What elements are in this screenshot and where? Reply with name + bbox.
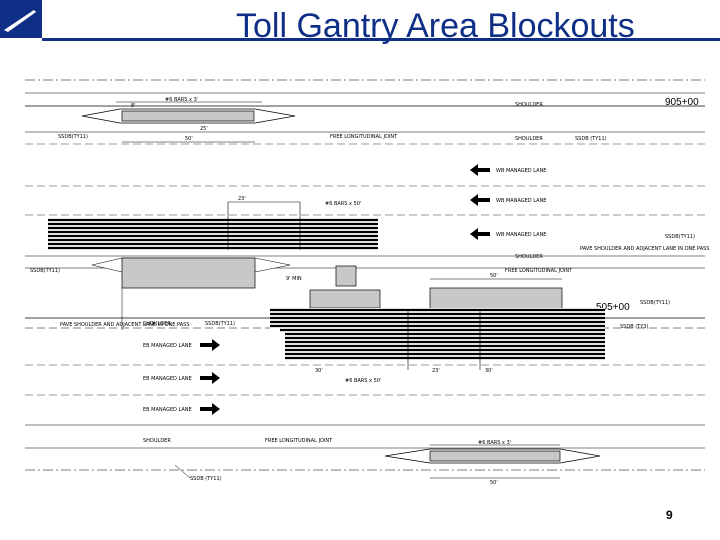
station-upper: 905+00: [665, 97, 699, 108]
eb-joint-label: FREE LONGITUDINAL JOINT: [265, 438, 333, 444]
eb-ssdb-label: SSDB(TY11): [205, 321, 235, 327]
dim-30b-label: 30': [315, 368, 323, 374]
lane-label: EB MANAGED LANE: [143, 407, 192, 413]
bars-mid-label: #6 BARS x 50': [325, 201, 361, 207]
ssdb-left-label: SSDB(TY11): [58, 134, 88, 140]
bars-label: #6 BARS x 3': [165, 97, 198, 103]
lower-blockout: [429, 450, 561, 462]
arrow-left-icon: [470, 228, 490, 240]
eb-bars-label: #6 BARS x 3': [478, 440, 511, 446]
diagonal-stroke-icon: [4, 10, 36, 32]
lane-label: EB MANAGED LANE: [143, 343, 192, 349]
mid-blockout-center: [309, 289, 381, 309]
arrow-left-icon: [470, 164, 490, 176]
arrow-right-icon: [200, 339, 220, 351]
wb-lane-1: WB MANAGED LANE: [470, 164, 546, 176]
lane-label: WB MANAGED LANE: [496, 168, 546, 174]
eb-lane-2: EB MANAGED LANE: [143, 372, 220, 384]
eb-shoulder-bottom-label: SHOULDER: [143, 438, 171, 444]
joint-mid-label: FREE LONGITUDINAL JOINT: [505, 268, 573, 274]
wb-lane-2: WB MANAGED LANE: [470, 194, 546, 206]
ssdb-right2-label: SSDB(TY11): [640, 300, 670, 306]
wb-hatched-paving: [48, 218, 378, 253]
eb-ssdb-bottom-label: SSDB (TY11): [190, 476, 222, 482]
arrow-right-icon: [200, 372, 220, 384]
dim-23-south-label: 23': [432, 368, 440, 374]
eb-shoulder-label: SHOULDER: [143, 321, 171, 327]
ssdb-right-label: SSDB(TY11): [665, 234, 695, 240]
ssdb-right-label: SSDB (TY3): [620, 324, 648, 330]
eb-lane-3: EB MANAGED LANE: [143, 403, 220, 415]
mid-blockout-left: [121, 257, 256, 289]
dim-9-label: 9' MIN: [286, 276, 302, 282]
arrow-left-icon: [470, 194, 490, 206]
eb-dim-50-label: 50': [490, 480, 498, 486]
title-underline: [42, 38, 720, 41]
dim-30-label: 30': [485, 368, 493, 374]
lane-label: EB MANAGED LANE: [143, 376, 192, 382]
eb-lane-1: EB MANAGED LANE: [143, 339, 220, 351]
eb-hatched-paving: [270, 308, 605, 363]
lane-label: WB MANAGED LANE: [496, 232, 546, 238]
shoulder-label: SHOULDER: [515, 254, 543, 260]
logo-block: [0, 0, 42, 38]
dim-8-label: 8': [131, 103, 136, 109]
shoulder-label: SHOULDER: [515, 102, 543, 108]
pave-note: PAVE SHOULDER AND ADJACENT LANE IN ONE P…: [580, 246, 709, 252]
leader-line: [174, 464, 191, 479]
dim-50-mid-label: 50': [490, 273, 498, 279]
bars-mid-south-label: #6 BARS x 50': [345, 378, 381, 384]
arrow-right-icon: [200, 403, 220, 415]
wb-lane-3: WB MANAGED LANE: [470, 228, 546, 240]
ssdb-left-label: SSDB(TY11): [30, 268, 60, 274]
dim-23-label: 23': [238, 196, 246, 202]
dim-25-label: 25': [200, 126, 208, 132]
shoulder-label: SHOULDER: [515, 136, 543, 142]
gantry-plan-drawing: #6 BARS x 3' 50' 8' 25' SSDB(TY11) FREE …: [25, 79, 709, 486]
gantry-footing: [335, 265, 357, 287]
joint-label: FREE LONGITUDINAL JOINT: [330, 134, 398, 140]
station-lower: 505+00: [596, 302, 630, 313]
upper-blockout: [121, 110, 255, 122]
dim-50-label: 50': [185, 136, 193, 142]
page-number: 9: [666, 508, 673, 522]
ssdb-right-label: SSDB (TY11): [575, 136, 607, 142]
lane-label: WB MANAGED LANE: [496, 198, 546, 204]
eb-pave-note: PAVE SHOULDER AND ADJACENT LANE IN ONE P…: [60, 322, 189, 328]
